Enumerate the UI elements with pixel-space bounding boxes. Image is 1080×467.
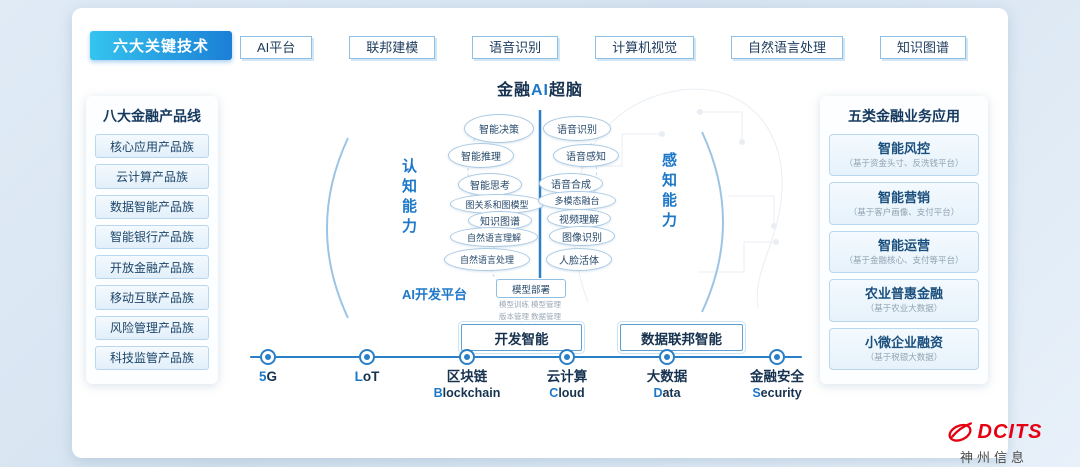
application-title: 智能营销: [877, 189, 930, 205]
application-subtitle: （基于金融核心、支付等平台）: [844, 255, 964, 266]
product-line-item: 云计算产品族: [95, 164, 209, 189]
product-line-item: 核心应用产品族: [95, 134, 209, 159]
application-title: 农业普惠金融: [864, 286, 943, 302]
timeline-label-text: 5G: [258, 369, 278, 384]
company-name: 神州信息: [959, 450, 1028, 465]
brain-title: 金融AI超脑: [460, 76, 620, 100]
application-title: 智能运营: [877, 238, 930, 254]
timeline-label-text: 云计算: [546, 369, 588, 384]
cognitive-bubble: 自然语言理解: [450, 227, 538, 247]
timeline-label-text: 区块链: [446, 369, 488, 384]
tab-speech-recognition: 语音识别: [472, 36, 559, 59]
product-line-item: 数据智能产品族: [95, 194, 209, 219]
product-lines-title: 八大金融产品线: [103, 108, 201, 124]
application-title: 智能风控: [877, 141, 930, 157]
timeline-dot-lot: [359, 349, 375, 365]
business-applications-panel: 五类金融业务应用 智能风控 （基于资金头寸、反洗钱平台） 智能营销 （基于客户画…: [820, 96, 988, 384]
timeline-dot-5g: [260, 349, 276, 365]
business-application-item: 农业普惠金融 （基于农业大数据）: [829, 279, 979, 322]
brain-title-accent: AI: [531, 82, 549, 99]
timeline-label-text: 大数据: [646, 369, 688, 384]
cognitive-bubble: 智能推理: [448, 143, 514, 168]
dcits-logo-icon: [947, 422, 972, 442]
brain-title-prefix: 金融: [496, 82, 531, 99]
application-subtitle: （基于资金头寸、反洗钱平台）: [844, 158, 964, 169]
data-federation-intelligence-box: 数据联邦智能: [617, 321, 746, 354]
business-application-item: 小微企业融资 （基于税银大数据）: [829, 327, 979, 371]
tab-nlp: 自然语言处理: [731, 36, 844, 59]
product-line-item: 智能银行产品族: [95, 224, 209, 249]
application-title: 小微企业融资: [864, 334, 943, 350]
perception-bubble: 图像识别: [549, 226, 615, 246]
cognitive-bubble: 自然语言处理: [444, 248, 530, 271]
timeline-label-en: Cloud: [549, 386, 585, 400]
dev-intelligence-box: 开发智能: [458, 321, 585, 354]
deploy-detail-line: 模型训练 模型管理: [498, 300, 562, 309]
cognitive-ability-label: 认知能力: [400, 158, 417, 238]
business-applications-title: 五类金融业务应用: [848, 108, 960, 124]
product-line-item: 移动互联产品族: [95, 285, 209, 310]
application-subtitle: （基于客户画像、支付平台）: [848, 206, 960, 217]
business-application-item: 智能营销 （基于客户画像、支付平台）: [829, 182, 979, 225]
timeline-dot-security: [769, 349, 785, 365]
brand-name: DCITS: [977, 420, 1043, 443]
business-application-item: 智能运营 （基于金融核心、支付等平台）: [829, 230, 979, 274]
timeline-line: [250, 356, 802, 358]
perception-bubble: 语音识别: [543, 116, 611, 141]
timeline-label-blockchain: 区块链 Blockchain: [417, 368, 517, 401]
timeline-label-bigdata: 大数据 Data: [617, 368, 717, 401]
business-application-item: 智能风控 （基于资金头寸、反洗钱平台）: [829, 134, 979, 177]
timeline-dot-cloud: [559, 349, 575, 365]
technology-tabs: AI平台 联邦建模 语音识别 计算机视觉 自然语言处理 知识图谱: [240, 36, 966, 59]
application-subtitle: （基于农业大数据）: [865, 303, 943, 314]
ai-dev-platform-label: AI开发平台: [402, 287, 468, 302]
timeline-label-text: LoT: [354, 369, 380, 384]
product-line-item: 科技监管产品族: [95, 345, 209, 370]
cognitive-bubble: 智能思考: [458, 173, 522, 196]
perception-bubble: 语音感知: [553, 144, 619, 167]
timeline-label-security: 金融安全 Security: [727, 368, 827, 401]
timeline-label-5g: 5G: [218, 368, 318, 385]
tab-knowledge-graph: 知识图谱: [879, 36, 966, 59]
tab-federated-modeling: 联邦建模: [349, 36, 436, 59]
timeline-label-en: Security: [752, 386, 802, 400]
company-logo: DCITS 神州信息: [938, 418, 1050, 466]
timeline-dot-blockchain: [459, 349, 475, 365]
tab-computer-vision: 计算机视觉: [595, 36, 695, 59]
timeline-label-lot: LoT: [317, 368, 417, 385]
timeline-label-en: Data: [653, 386, 681, 400]
timeline-label-cloud: 云计算 Cloud: [517, 368, 617, 401]
timeline-label-en: Blockchain: [433, 386, 501, 400]
cognitive-bubble: 智能决策: [464, 114, 534, 143]
product-line-item: 风险管理产品族: [95, 315, 209, 340]
brain-title-suffix: 超脑: [549, 82, 584, 99]
deploy-detail-line: 版本管理 数据管理: [498, 311, 562, 321]
perception-bubble: 人脸活体: [546, 248, 612, 271]
tab-ai-platform: AI平台: [240, 36, 313, 59]
product-lines-panel: 八大金融产品线 核心应用产品族 云计算产品族 数据智能产品族 智能银行产品族 开…: [86, 96, 218, 384]
timeline-dot-bigdata: [659, 349, 675, 365]
product-line-item: 开放金融产品族: [95, 255, 209, 280]
perception-ability-label: 感知能力: [660, 152, 677, 232]
application-subtitle: （基于税银大数据）: [865, 351, 943, 362]
timeline-label-text: 金融安全: [750, 369, 804, 384]
key-technologies-badge: 六大关键技术: [90, 31, 232, 60]
perception-bubble: 多模态融台: [538, 191, 616, 210]
model-deploy-box: 模型部署: [496, 279, 566, 298]
